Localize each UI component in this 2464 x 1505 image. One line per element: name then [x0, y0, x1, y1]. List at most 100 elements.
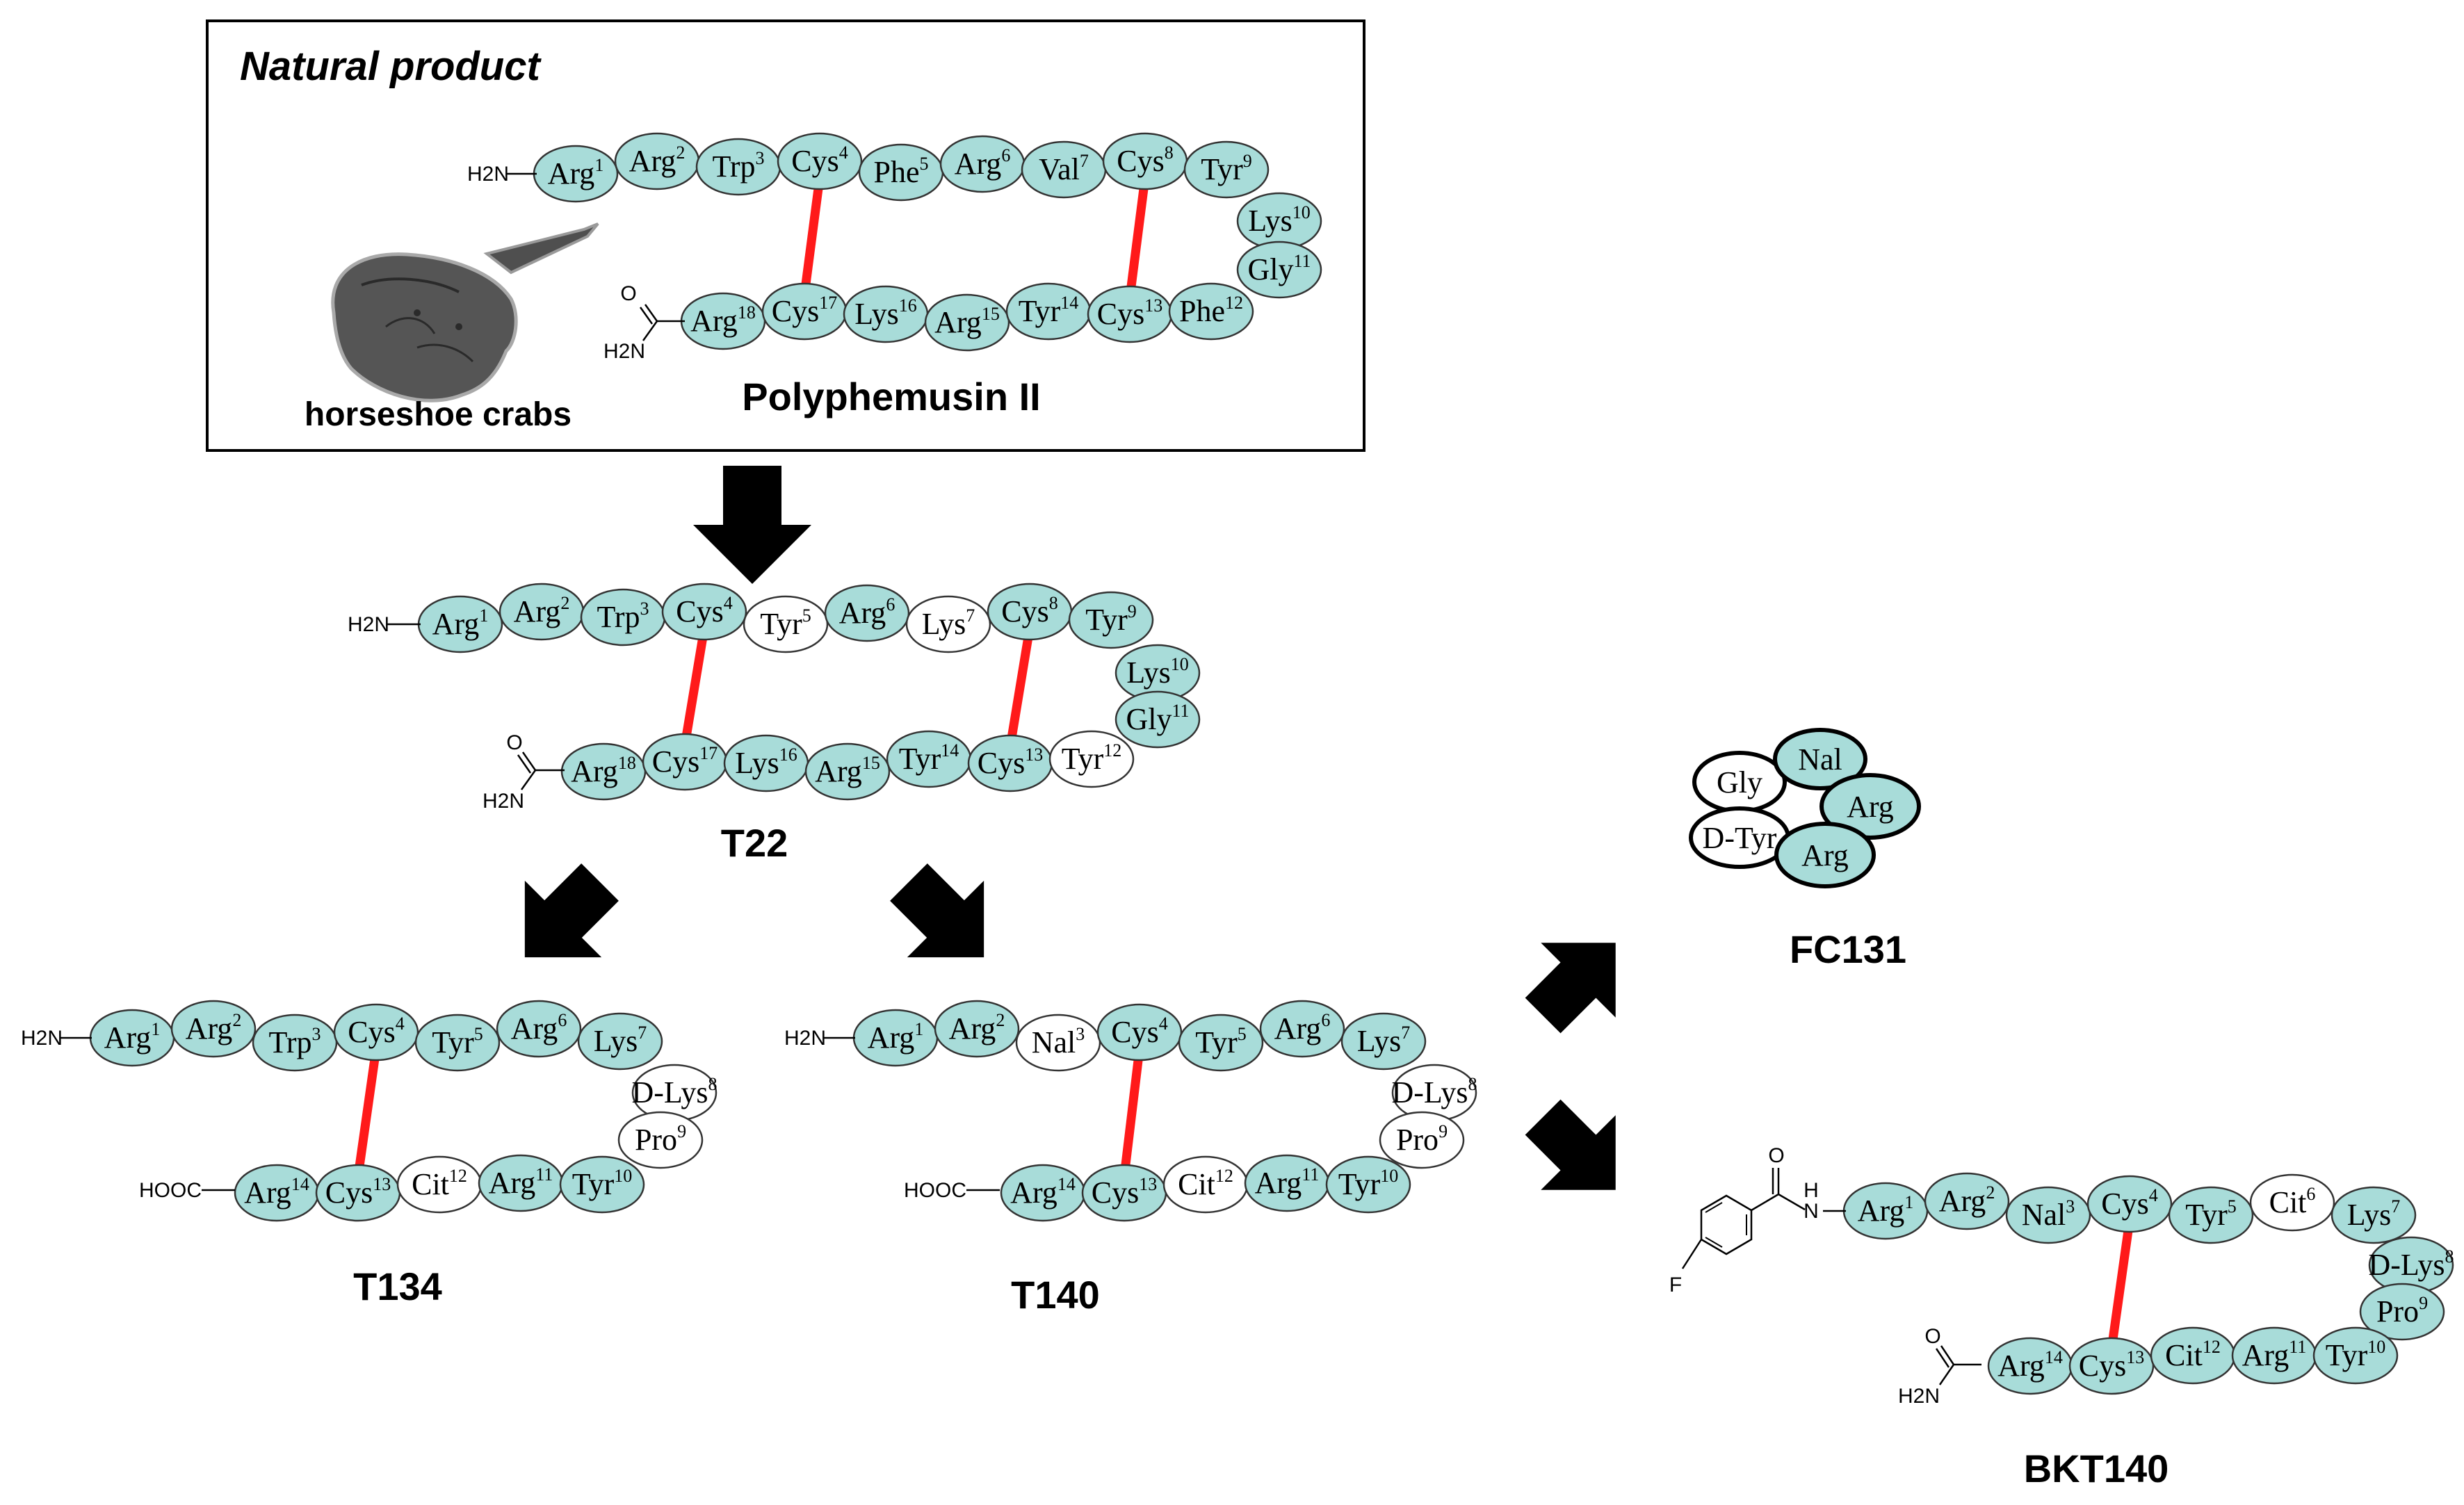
- arrow-t22-to-t140: [890, 863, 984, 958]
- residue-ellipse: [2331, 1186, 2417, 1244]
- polyphemusin-label: Polyphemusin II: [742, 375, 1040, 418]
- residue-label: Cys13: [2079, 1347, 2144, 1383]
- residue-label: Arg14: [1997, 1347, 2063, 1383]
- residue-label: Phe12: [1179, 293, 1243, 328]
- residue-label: Tyr12: [1062, 740, 1121, 776]
- svg-text:H2N: H2N: [21, 1027, 63, 1050]
- n-terminus-t22: H2N: [348, 613, 421, 636]
- fc131-residue: D-Tyr: [1689, 806, 1790, 869]
- svg-text:H2N: H2N: [1898, 1385, 1940, 1408]
- svg-text:H2N: H2N: [603, 340, 645, 363]
- residue: Lys10: [1115, 644, 1201, 702]
- residue: Lys7: [1340, 1012, 1427, 1071]
- residue-label: Lys7: [1357, 1023, 1411, 1058]
- disulfide-bond: [680, 627, 709, 747]
- residue: Arg18: [560, 742, 647, 801]
- disulfide-bond: [1005, 627, 1035, 748]
- residue-label: Arg1: [432, 605, 489, 641]
- residue: Pro9: [1379, 1111, 1465, 1169]
- disulfide-bond: [1119, 1048, 1144, 1177]
- svg-text:H2N: H2N: [483, 790, 524, 813]
- residue-label: Pro9: [635, 1121, 686, 1157]
- residue-label: D-Lys8: [632, 1074, 718, 1109]
- residue: Tyr10: [2312, 1326, 2399, 1385]
- residue-label: Trp3: [597, 599, 649, 634]
- residue: Arg11: [2231, 1326, 2317, 1385]
- residue: Cys13: [315, 1164, 401, 1222]
- disulfide-bond: [800, 177, 825, 295]
- residue-ellipse: [617, 1111, 704, 1169]
- residue: Arg6: [824, 584, 910, 642]
- svg-text:H2N: H2N: [784, 1027, 826, 1050]
- residue-ellipse: [1379, 1111, 1465, 1169]
- residue: Gly11: [1236, 241, 1322, 299]
- residue: Arg2: [1924, 1172, 2010, 1230]
- residue-label: Arg1: [868, 1019, 924, 1055]
- residue-ellipse: [1115, 690, 1201, 749]
- residue-label: Cys4: [348, 1014, 404, 1049]
- residue: Lys16: [843, 285, 929, 343]
- residue-label: Cys17: [772, 293, 837, 328]
- residue-label: Lys10: [1248, 202, 1311, 238]
- residue: Lys7: [577, 1012, 663, 1071]
- residue-label: Arg6: [511, 1010, 567, 1046]
- residue-label: D-Tyr: [1703, 821, 1777, 855]
- residue: Phe5: [858, 143, 944, 202]
- residue: Arg14: [1000, 1164, 1086, 1222]
- residue-label: Arg2: [949, 1010, 1005, 1046]
- residue: Tyr5: [743, 595, 829, 653]
- residue-ellipse: [1774, 822, 1876, 888]
- residue-label: Arg14: [1010, 1174, 1076, 1210]
- residue: Gly11: [1115, 690, 1201, 749]
- residue-ellipse: [1178, 1014, 1264, 1072]
- residue-label: Tyr10: [2326, 1337, 2385, 1372]
- svg-text:HOOC: HOOC: [139, 1179, 202, 1202]
- residue: Cys8: [987, 583, 1073, 641]
- residue-label: Cit12: [2165, 1337, 2221, 1372]
- t134-label: T134: [353, 1264, 442, 1308]
- residue-label: Arg18: [571, 753, 636, 788]
- residue-label: Tyr9: [1085, 601, 1136, 637]
- residue: Arg2: [499, 583, 585, 641]
- organism-label: horseshoe crabs: [305, 396, 572, 433]
- residue: Arg15: [924, 293, 1010, 352]
- arrow-polyphemusin-to-t22: [693, 466, 811, 584]
- residue: Tyr5: [1178, 1014, 1264, 1072]
- residue-label: Arg1: [104, 1019, 161, 1055]
- residue: Cit12: [2150, 1326, 2236, 1385]
- residue-ellipse: [905, 595, 991, 653]
- disulfide-bond: [2107, 1220, 2134, 1350]
- residue-ellipse: [743, 595, 829, 653]
- residue-label: Gly11: [1247, 251, 1311, 286]
- residue-ellipse: [559, 1155, 645, 1214]
- residue-label: Arg11: [2242, 1337, 2307, 1372]
- residue: Arg11: [1244, 1154, 1330, 1212]
- residue-label: Cys17: [652, 743, 718, 779]
- residue-label: Arg1: [1858, 1192, 1914, 1228]
- residue-ellipse: [2249, 1173, 2335, 1232]
- residue-ellipse: [1773, 728, 1867, 790]
- residue: Cys8: [1102, 132, 1188, 190]
- residue-label: Nal3: [1032, 1024, 1085, 1059]
- residue-label: Cit12: [412, 1166, 467, 1201]
- residue: Tyr9: [1068, 591, 1154, 649]
- natural-product-box: [206, 19, 1365, 452]
- t22-label: T22: [721, 821, 788, 865]
- residue-label: Arg15: [815, 753, 880, 788]
- residue: Tyr12: [1048, 730, 1135, 788]
- residue-ellipse: [170, 1000, 257, 1058]
- residue-label: Arg6: [955, 145, 1011, 181]
- disulfide-bond: [353, 1048, 381, 1177]
- residue-label: Lys16: [735, 745, 797, 780]
- residue-label: Tyr14: [899, 740, 959, 776]
- residue: Cys4: [2086, 1175, 2173, 1233]
- residue: Arg1: [417, 595, 503, 653]
- residue-label: Cys8: [1117, 143, 1173, 178]
- residue: Arg1: [89, 1009, 175, 1067]
- residue-label: Arg15: [934, 304, 1000, 339]
- residue: Pro9: [617, 1111, 704, 1169]
